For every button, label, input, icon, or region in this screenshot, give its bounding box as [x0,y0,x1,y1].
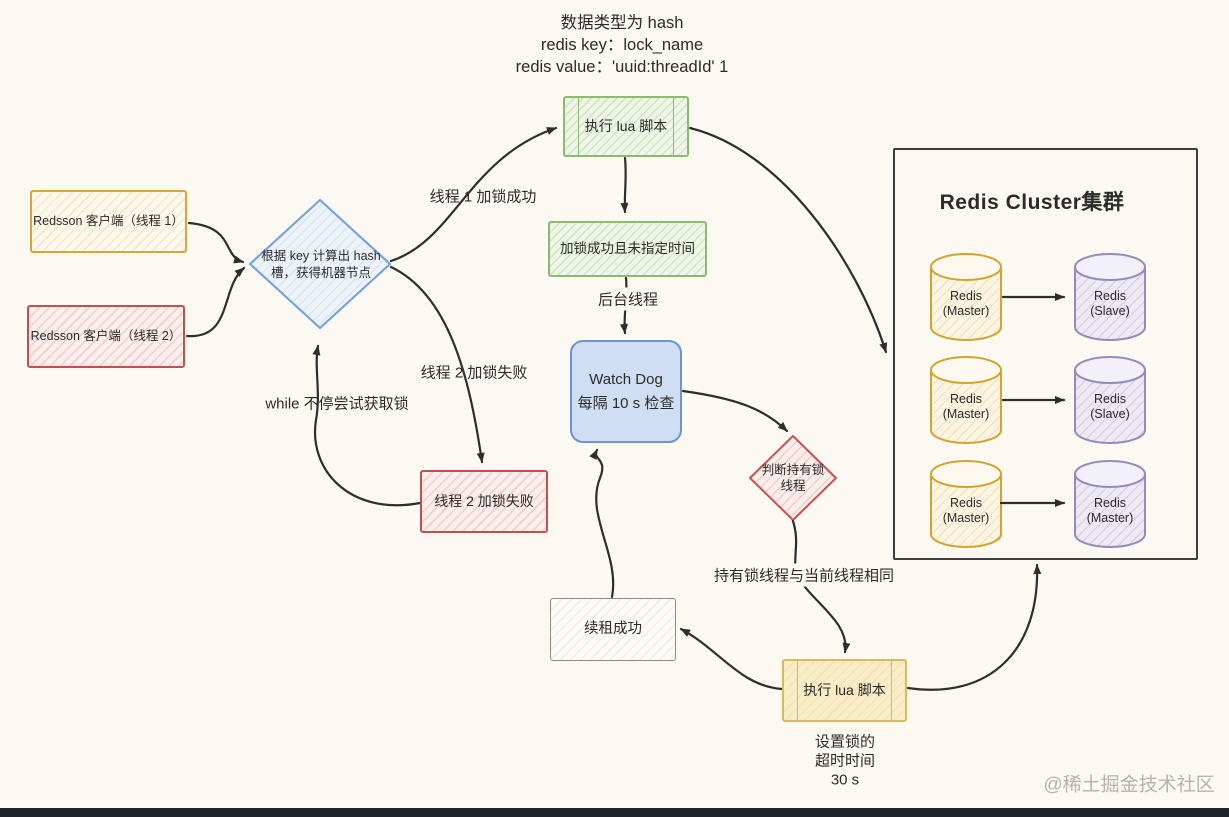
lua-bottom-right-strip [891,661,892,720]
execute-lua-bottom-label: 执行 lua 脚本 [803,681,886,698]
redis-slave1-label: Redis (Slave) [1090,289,1130,319]
arrow-lua-top-to-lock-success [620,156,629,214]
arrow-client1-to-hash [187,221,245,264]
renew-success-label: 续租成功 [584,621,642,638]
bottom-bar [0,808,1229,817]
redis-name: Redis [1094,392,1126,406]
watchdog-interval: 每隔 10 s 检查 [577,394,675,412]
edge-label-lock-timeout: 设置锁的 超时时间 30 s [815,733,875,790]
redis-role: (Slave) [1090,304,1130,318]
redis-name: Redis [1094,289,1126,303]
thread2-fail-label: 线程 2 加锁失败 [434,492,534,509]
arrow-lua-bottom-to-cluster [906,563,1042,691]
timeout-line3: 30 s [830,771,860,789]
edge-label-same-thread: 持有锁线程与当前线程相同 [709,563,899,587]
judge-diamond-line1: 判断持有锁 [761,463,825,477]
watermark: @稀土掘金技术社区 [1043,774,1215,796]
note-line-key: redis key：lock_name [540,36,704,54]
redis-role: (Master) [942,304,990,318]
arrow-judge-to-lua-bottom [791,519,851,654]
hash-slot-diamond-label: 根据 key 计算出 hash 槽，获得机器节点 [261,248,380,282]
edge-label-thread1-success: 线程 1 加锁成功 [429,188,537,206]
client-thread1-label: Redsson 客户端（线程 1） [33,213,184,228]
node-watchdog: Watch Dog 每隔 10 s 检查 [570,340,682,443]
node-renew-success: 续租成功 [550,598,676,661]
redis-role: (Master) [1086,511,1134,525]
arrow-renew-to-watchdog [589,448,615,599]
node-redisson-client-thread1: Redsson 客户端（线程 1） [30,190,187,253]
redis-role: (Master) [942,407,990,421]
redis-role: (Slave) [1090,407,1130,421]
arrow-lua-bottom-to-renew [679,627,784,691]
timeout-line1: 设置锁的 [814,733,876,751]
arrow-while-retry-loop [312,344,422,507]
execute-lua-top-label: 执行 lua 脚本 [584,117,668,134]
hash-diamond-line2: 槽，获得机器节点 [270,266,372,280]
lock-success-label: 加锁成功且未指定时间 [560,240,695,256]
timeout-line2: 超时时间 [814,752,876,770]
judge-diamond-line2: 线程 [780,479,806,493]
redis-datatype-note: 数据类型为 hash redis key：lock_name redis val… [516,12,729,78]
redis-master2-label: Redis (Master) [943,392,990,422]
client-thread2-label: Redsson 客户端（线程 2） [30,328,182,343]
redis-name: Redis [1094,496,1126,510]
redis-cluster-container [893,148,1198,560]
redis-name: Redis [950,289,982,303]
edge-label-thread2-fail: 线程 2 加锁失败 [420,364,528,382]
node-lock-success: 加锁成功且未指定时间 [548,221,707,277]
judge-holder-diamond-label: 判断持有锁 线程 [762,462,825,494]
watchdog-title: Watch Dog [589,371,663,389]
arrow-lua-top-to-cluster [688,126,888,354]
redis-name: Redis [950,392,982,406]
node-execute-lua-top: 执行 lua 脚本 [563,96,689,157]
hash-diamond-line1: 根据 key 计算出 hash [261,249,381,263]
arrow-watchdog-to-judge [681,389,789,433]
redis-name: Redis [950,496,982,510]
note-line-value: redis value：'uuid:threadId' 1 [515,58,729,76]
redis-master3-label: Redis (Master) [943,496,990,526]
redis-role: (Master) [942,511,990,525]
arrow-client2-to-hash [185,266,246,338]
edge-label-background-thread: 后台线程 [593,287,663,311]
edge-label-while-retry: while 不停尝试获取锁 [265,395,409,413]
lua-bottom-left-strip [797,661,798,720]
redis-master1-label: Redis (Master) [943,289,990,319]
node-thread2-fail: 线程 2 加锁失败 [420,470,548,533]
lua-top-right-strip [673,98,674,155]
lua-top-left-strip [578,98,579,155]
redis-master3-replica-label: Redis (Master) [1087,496,1134,526]
redis-cluster-title: Redis Cluster集群 [939,191,1125,214]
redis-slave2-label: Redis (Slave) [1090,392,1130,422]
node-execute-lua-bottom: 执行 lua 脚本 [782,659,907,722]
note-line-datatype: 数据类型为 hash [560,14,684,32]
node-redisson-client-thread2: Redsson 客户端（线程 2） [27,305,185,368]
